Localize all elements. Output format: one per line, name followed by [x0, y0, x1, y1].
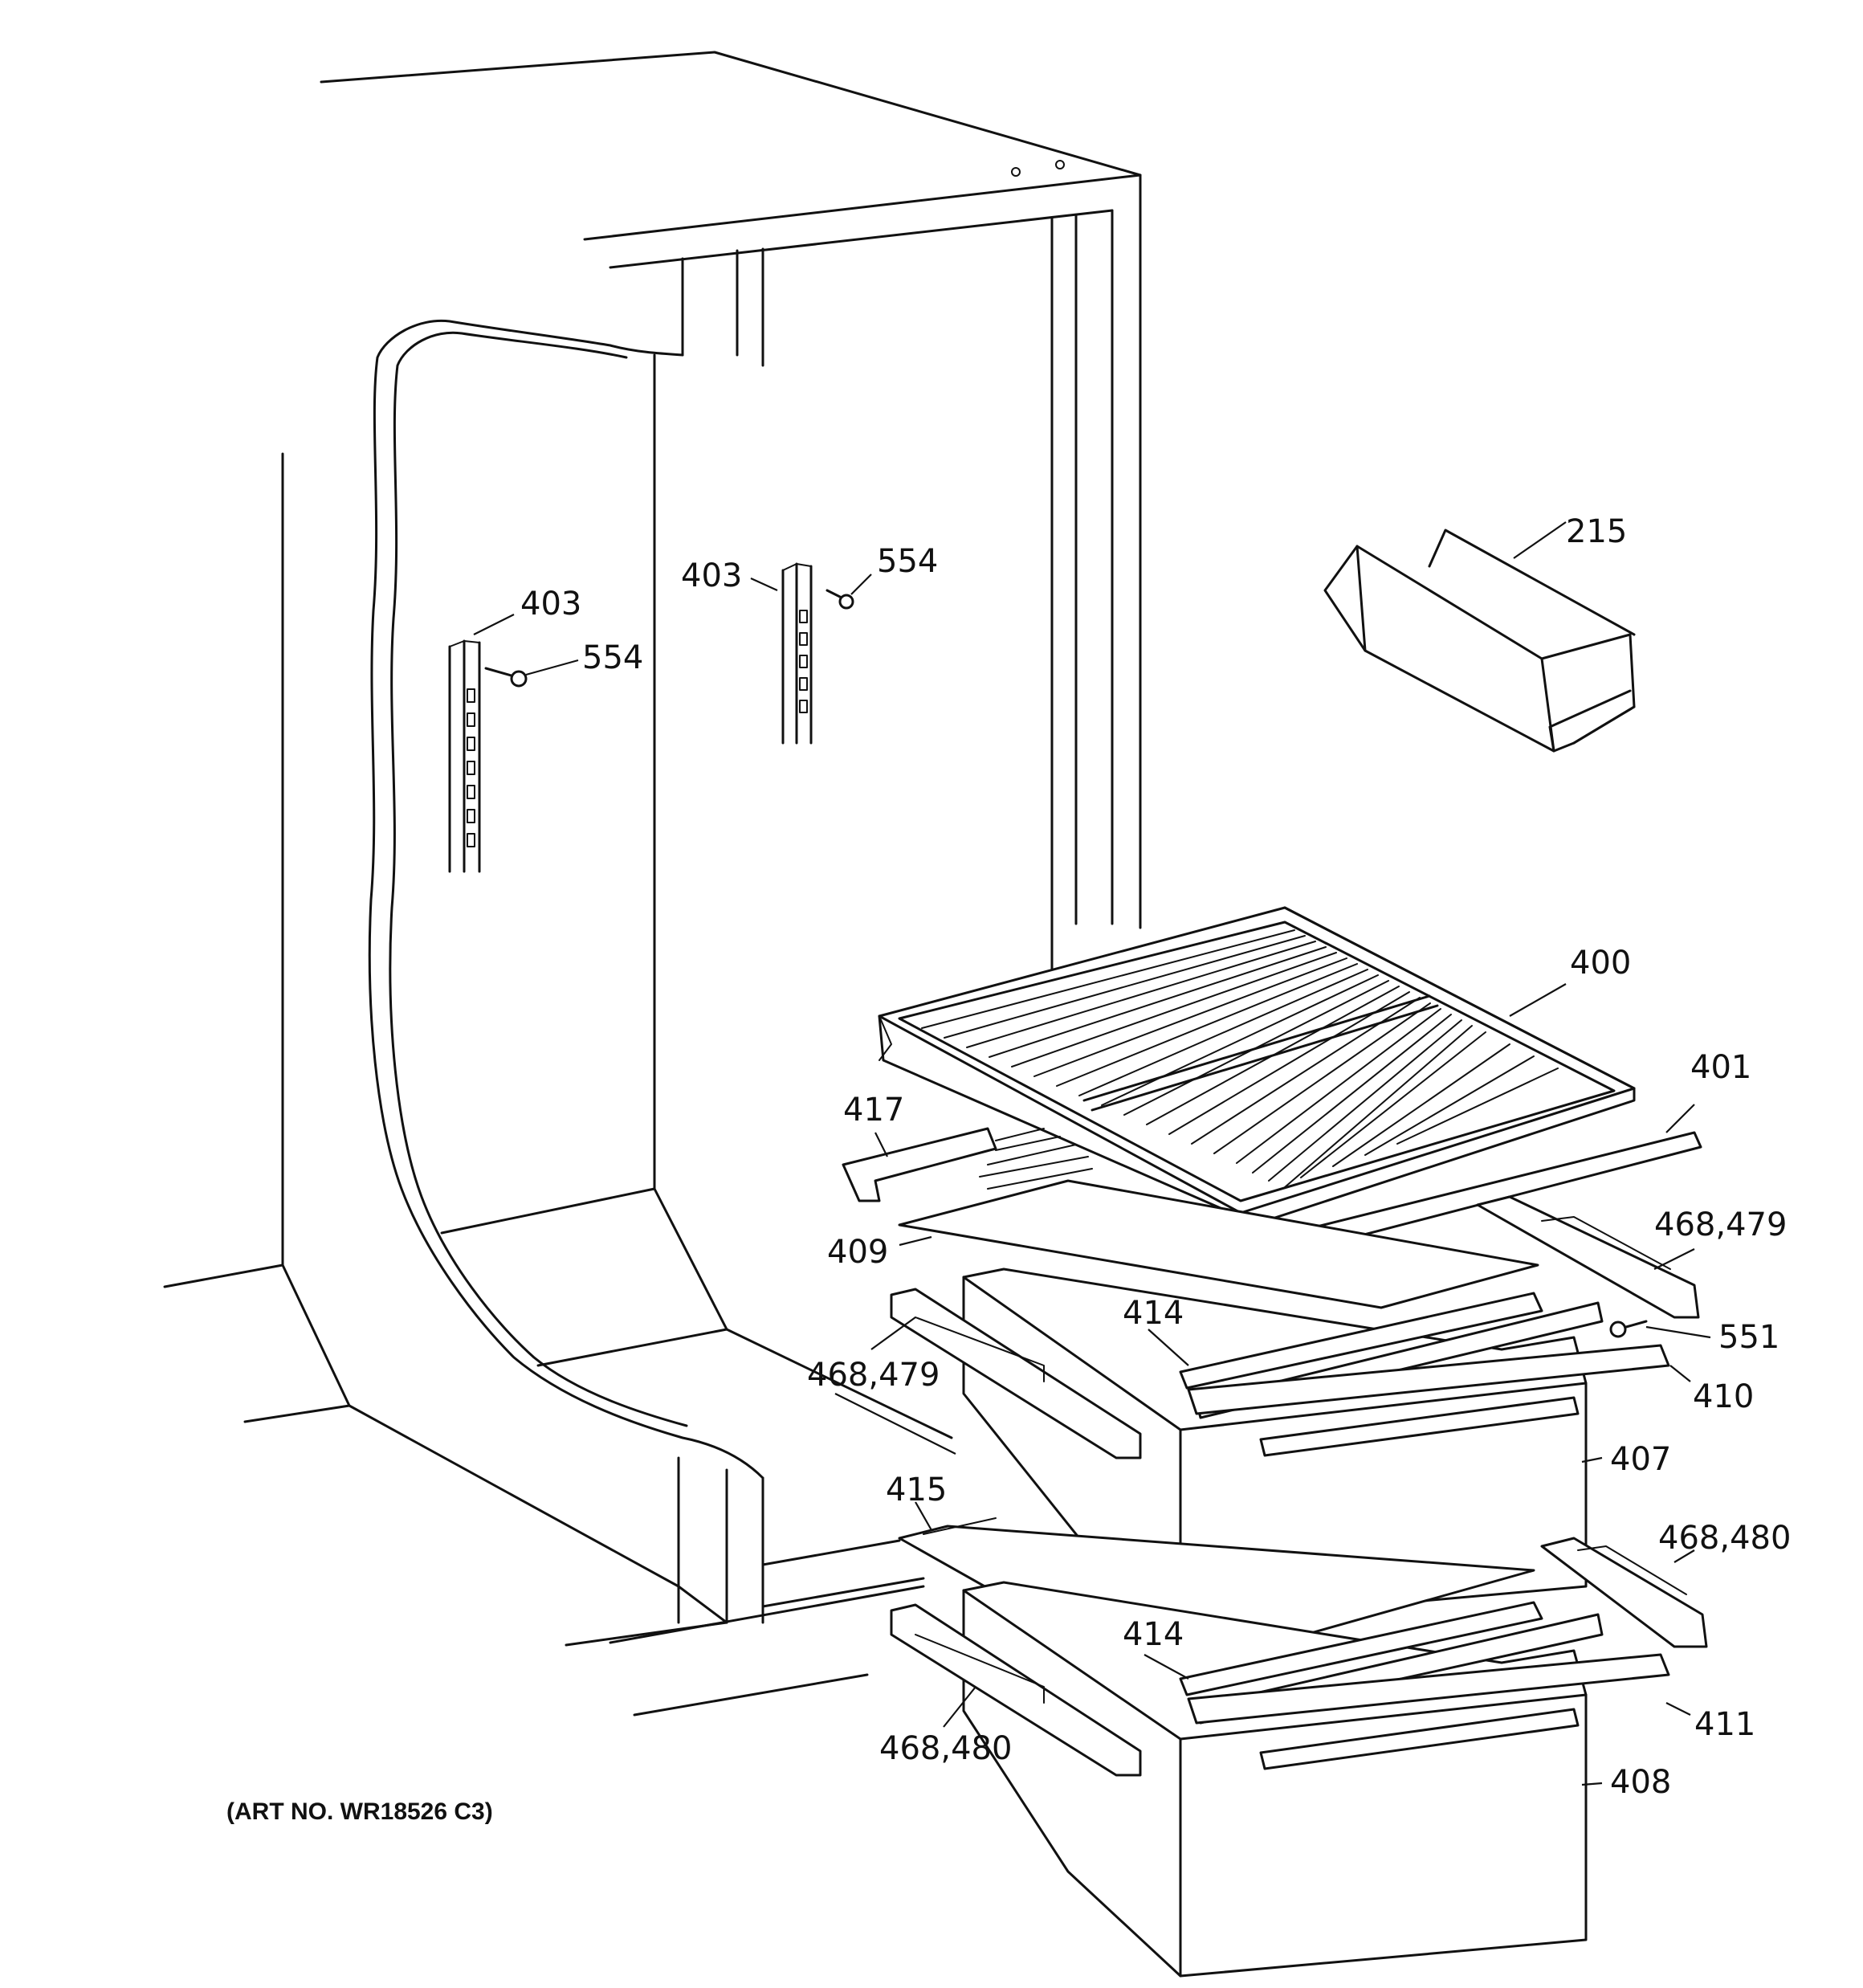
label-407: 407 [1610, 1441, 1671, 1478]
slide-rail-468-480-right [1540, 1537, 1708, 1648]
bin-215 [1323, 529, 1636, 753]
screw-554-left [484, 667, 528, 688]
label-468-479-left: 468,479 [807, 1357, 940, 1394]
guide-line-2 [923, 1517, 997, 1535]
label-411: 411 [1694, 1706, 1755, 1743]
label-400: 400 [1570, 945, 1631, 982]
refrigerator-cabinet [163, 51, 1142, 1717]
wire-shelf-400 [878, 906, 1636, 1231]
slide-rail-468-480-left [890, 1603, 1142, 1777]
part-labels: 215 403 554 403 554 400 401 417 409 468,… [520, 513, 1791, 1801]
label-551: 551 [1718, 1319, 1779, 1356]
screw-554-mid [826, 589, 854, 610]
slide-rail-468-479-right [1476, 1195, 1700, 1319]
leader-lines [473, 521, 1711, 1786]
label-408: 408 [1610, 1764, 1671, 1801]
label-414-upper: 414 [1123, 1295, 1184, 1332]
label-215: 215 [1566, 513, 1627, 550]
label-468-479-right: 468,479 [1654, 1206, 1787, 1243]
label-410: 410 [1693, 1378, 1754, 1415]
label-417: 417 [843, 1092, 904, 1129]
guide-line [987, 1168, 1093, 1190]
slide-rail-468-479-left [890, 1288, 1142, 1459]
label-403-mid: 403 [681, 557, 742, 594]
screw-551 [1609, 1320, 1648, 1338]
drawer-cover-410 [1187, 1344, 1670, 1415]
drawer-cover-411 [1187, 1653, 1670, 1725]
label-409: 409 [827, 1234, 888, 1271]
bracket-417 [842, 1127, 1089, 1202]
label-401: 401 [1690, 1049, 1751, 1086]
label-415: 415 [886, 1472, 947, 1508]
art-number: (ART NO. WR18526 C3) [226, 1798, 493, 1825]
label-554-left: 554 [582, 639, 643, 676]
label-468-480-left: 468,480 [879, 1730, 1012, 1767]
shelf-support-mid [781, 562, 813, 745]
label-403-left: 403 [520, 586, 581, 623]
label-554-mid: 554 [877, 543, 938, 580]
cover-glass-409 [898, 1179, 1539, 1309]
label-414-lower: 414 [1123, 1616, 1184, 1653]
label-468-480-right: 468,480 [1658, 1520, 1791, 1557]
shelf-support-left [448, 639, 481, 873]
